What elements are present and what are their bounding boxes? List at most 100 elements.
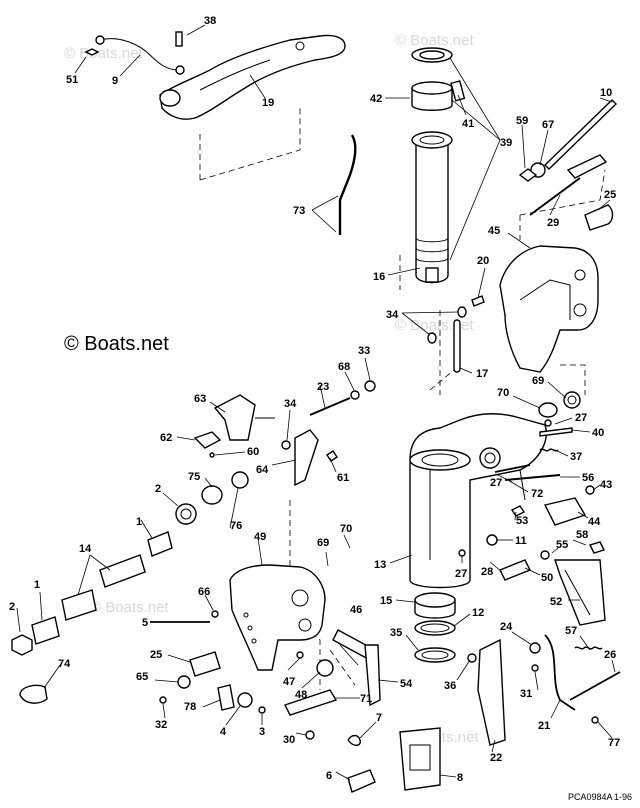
callout-16: 16 [373, 271, 385, 283]
callout-7: 7 [376, 712, 382, 724]
callout-33: 33 [358, 345, 370, 357]
callout-54: 54 [400, 678, 413, 690]
upper-collar-parts [411, 47, 466, 111]
callout-49: 49 [254, 531, 266, 543]
callout-39: 39 [500, 137, 512, 149]
callout-50: 50 [541, 572, 553, 584]
callout-70: 70 [497, 387, 509, 399]
callout-20: 20 [477, 255, 489, 267]
callout-77: 77 [608, 737, 620, 749]
callout-46: 46 [350, 604, 362, 616]
callout-38: 38 [204, 15, 216, 27]
callout-17: 17 [476, 368, 488, 380]
callout-15: 15 [380, 595, 392, 607]
tilt-tube-assembly-left [11, 471, 249, 656]
swivel-bracket-part [409, 413, 547, 589]
callout-9: 9 [112, 75, 118, 87]
swivel-tube-part [411, 131, 453, 284]
callout-74: 74 [58, 658, 71, 670]
callout-23: 23 [317, 381, 329, 393]
callout-68: 68 [338, 361, 350, 373]
callout-31: 31 [520, 688, 532, 700]
callout-51: 51 [66, 74, 78, 86]
tilt-lock-link-parts [427, 295, 485, 373]
callout-44: 44 [588, 516, 601, 528]
brand-label: © Boats.net [64, 333, 169, 355]
callout-61: 61 [337, 472, 349, 484]
callout-63: 63 [194, 393, 206, 405]
callout-48: 48 [295, 689, 307, 701]
callout-30: 30 [283, 734, 295, 746]
callout-42: 42 [370, 93, 382, 105]
callout-52: 52 [550, 596, 562, 608]
callout-12: 12 [472, 607, 484, 619]
callout-56: 56 [582, 472, 594, 484]
ground-cable-part [84, 31, 185, 75]
callout-72: 72 [531, 488, 543, 500]
callout-75: 75 [188, 471, 200, 483]
callout-1: 1 [136, 516, 142, 528]
callout-64: 64 [256, 464, 269, 476]
callout-36: 36 [444, 680, 456, 692]
callout-55: 55 [556, 539, 568, 551]
callout-24: 24 [500, 621, 513, 633]
callout-13: 13 [374, 559, 386, 571]
callout-40: 40 [592, 427, 604, 439]
callout-57: 57 [565, 625, 577, 637]
callout-19: 19 [262, 97, 274, 109]
callout-6: 6 [326, 770, 332, 782]
lower-center-parts [284, 651, 441, 793]
callout-45: 45 [488, 225, 500, 237]
tilt-lever-parts [332, 629, 381, 707]
watermark-text: © Boats.net [395, 32, 474, 49]
callout-70: 70 [340, 523, 352, 535]
watermark-text: © Boats.net [395, 317, 474, 334]
watermark-text: © Boats.net [64, 45, 143, 62]
callout-25: 25 [604, 189, 616, 201]
tilt-tube-parts [518, 99, 617, 231]
reference-code: PCA0984A [568, 792, 613, 802]
callout-53: 53 [516, 515, 528, 527]
callout-71: 71 [360, 693, 372, 705]
link-rod-part [338, 134, 357, 235]
revision-code: 1-96 [614, 792, 632, 802]
stern-bracket-left-part [229, 564, 326, 671]
callout-43: 43 [600, 479, 612, 491]
callout-3: 3 [259, 726, 265, 738]
callout-layer: 38 51 9 19 42 41 39 16 73 10 59 67 29 25… [9, 15, 620, 784]
callout-10: 10 [600, 87, 612, 99]
callout-32: 32 [155, 719, 167, 731]
callout-14: 14 [79, 543, 92, 555]
callout-34: 34 [386, 309, 399, 321]
callout-29: 29 [547, 217, 559, 229]
callout-66: 66 [198, 586, 210, 598]
lower-right-linkage-parts [458, 534, 606, 626]
callout-69: 69 [317, 537, 329, 549]
callout-47: 47 [283, 676, 295, 688]
callout-28: 28 [481, 566, 493, 578]
callout-58: 58 [576, 529, 588, 541]
lower-bushing-rings [414, 592, 456, 663]
steering-arm-part [159, 34, 346, 120]
callout-21: 21 [538, 720, 550, 732]
callout-37: 37 [570, 451, 582, 463]
stern-bracket-right-part [499, 245, 599, 373]
callout-73: 73 [293, 205, 305, 217]
callout-62: 62 [160, 432, 172, 444]
callout-8: 8 [457, 772, 463, 784]
callout-67: 67 [542, 119, 554, 131]
callout-26: 26 [604, 649, 616, 661]
callout-27: 27 [575, 412, 587, 424]
callout-27: 27 [490, 477, 502, 489]
mid-right-small-parts [494, 464, 595, 526]
callout-41: 41 [462, 118, 474, 130]
callout-34: 34 [284, 398, 297, 410]
lower-left-small-parts [19, 651, 266, 714]
callout-2: 2 [155, 483, 161, 495]
callout-69: 69 [532, 375, 544, 387]
callout-59: 59 [516, 115, 528, 127]
callout-1: 1 [34, 579, 40, 591]
upper-left-lock-parts [193, 380, 376, 487]
callout-60: 60 [247, 446, 259, 458]
